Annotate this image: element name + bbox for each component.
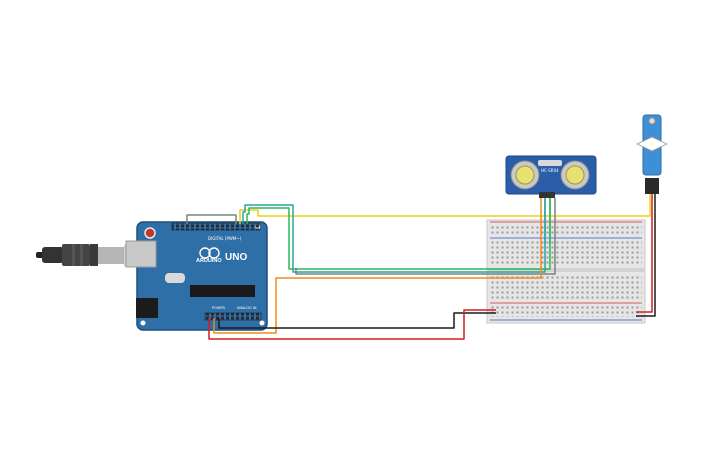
board-body [136, 221, 268, 331]
analog-label: ANALOG IN [237, 306, 257, 310]
digital-header-label: DIGITAL (PWM~) [208, 236, 242, 241]
digital-header [171, 222, 261, 231]
transducer-right-mesh [565, 165, 585, 185]
mount-hole [259, 320, 265, 326]
sensor-model-label: HC-SR04 [541, 168, 559, 173]
breadboard [486, 219, 646, 324]
usb-port [125, 240, 157, 268]
servo-connector [645, 178, 659, 194]
sensor-pins [539, 192, 555, 198]
center-channel [488, 268, 644, 272]
wire-servo-vcc [636, 194, 653, 313]
model-label: UNO [225, 252, 247, 263]
logo-icon [199, 247, 211, 259]
power-rail-bottom [490, 305, 642, 317]
wire-orange [213, 244, 542, 334]
ultrasonic-sensor: HC-SR04 [505, 155, 597, 198]
power-jack [136, 298, 158, 318]
wire-yellow [239, 194, 651, 224]
wires [186, 194, 656, 340]
terminal-strip-bottom [490, 275, 642, 301]
sensor-crystal [538, 160, 562, 166]
servo-shaft [648, 117, 656, 125]
servo-motor [636, 114, 668, 194]
wire-black [218, 312, 496, 329]
arduino-uno-board: DIGITAL (PWM~) ARDUINO UNO POWER ANALOG … [125, 221, 268, 331]
wire-gnd-return [295, 244, 556, 275]
terminal-strip-top [490, 240, 642, 266]
power-analog-header [204, 312, 262, 321]
wire-teal [242, 198, 546, 273]
mount-hole [140, 320, 146, 326]
reset-button [144, 227, 156, 239]
wire-red [208, 309, 496, 340]
crystal [165, 273, 185, 283]
power-label: POWER [212, 306, 226, 310]
brand-label: ARDUINO [196, 258, 222, 264]
wire-servo-gnd [636, 194, 656, 317]
transducer-left-mesh [515, 165, 535, 185]
power-rail-top [490, 224, 642, 236]
wire-gray [186, 214, 237, 224]
logo-icon [208, 247, 220, 259]
wire-green [246, 198, 551, 270]
servo-horn [636, 136, 668, 152]
atmega-chip [190, 285, 255, 297]
